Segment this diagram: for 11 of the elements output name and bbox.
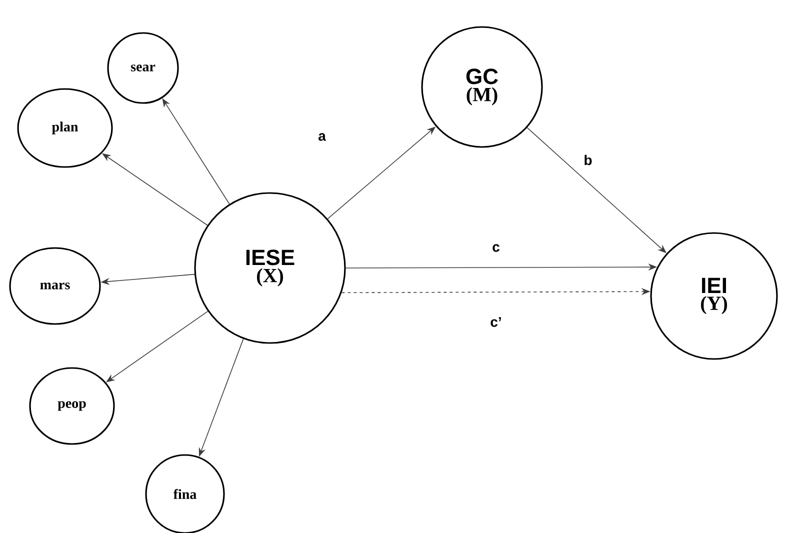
edge-label: b xyxy=(582,154,594,166)
circle-node: IEI (Y) xyxy=(650,232,778,360)
edge-label: a xyxy=(317,132,327,142)
edge-label: c’ xyxy=(489,316,503,328)
ellipse-node: mars xyxy=(9,247,101,325)
ellipse-node: plan xyxy=(17,88,113,168)
ellipse-node: sear xyxy=(107,32,179,104)
circle-node: GC (M) xyxy=(421,26,543,148)
ellipse-node: peop xyxy=(29,367,115,445)
circle-node: IESE (X) xyxy=(194,192,346,344)
edge-label: c xyxy=(491,243,501,253)
